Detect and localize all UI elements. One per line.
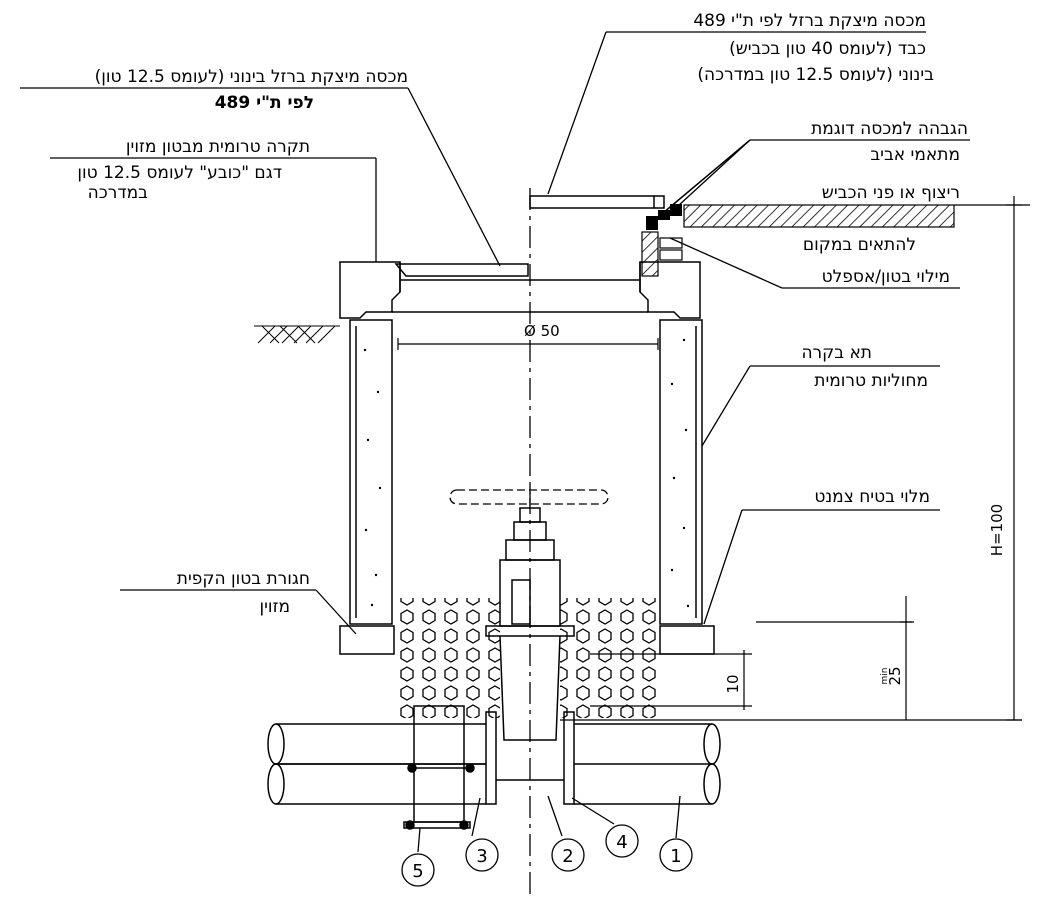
dimension-lines	[397, 196, 1022, 721]
dimension-diameter: Ø 50	[524, 322, 560, 340]
valve-flanges	[485, 711, 575, 805]
label-chamber-2: מחוליות טרומית	[814, 371, 928, 391]
dimension-gap: 10	[724, 674, 742, 693]
label-cover-top-3: בינוני (לעומס 12.5 טון במדרכה)	[697, 65, 934, 85]
callout-3: 3	[465, 838, 499, 872]
label-belt-1: חגורת בטון הקפית	[177, 569, 310, 589]
dimension-height: H=100	[988, 504, 1006, 556]
gravel-fill-left	[396, 598, 500, 718]
callout-2: 2	[551, 838, 585, 872]
callout-number: 3	[476, 846, 487, 867]
label-slab-1: תקרה טרומית מבטון מזוין	[126, 137, 310, 157]
gravel-fill-right	[560, 598, 656, 718]
callout-number: 5	[412, 861, 423, 882]
medium-cover	[394, 263, 529, 277]
gate-valve-body	[485, 507, 575, 741]
callout-4: 4	[605, 824, 639, 858]
label-cover-top-2: כבד (לעומס 40 טון בכביש)	[729, 39, 926, 59]
label-cover-medium-1: מכסה מיצקת ברזל בינוני (לעומס 12.5 טון)	[95, 67, 408, 87]
valve-handwheel	[449, 486, 609, 510]
label-raise-2: מתאמי אביב	[870, 145, 960, 165]
label-raise-1: הגבהה למכסה דוגמת	[811, 119, 968, 139]
adapter-rings	[641, 204, 683, 277]
dimension-min-value: 25	[886, 666, 904, 685]
callout-number: 2	[562, 846, 573, 867]
callout-number: 4	[616, 832, 627, 853]
pipe-coupling	[403, 705, 475, 830]
label-cover-medium-2: לפי ת"י 489	[215, 93, 314, 113]
callout-number: 1	[670, 846, 681, 867]
callout-1: 1	[659, 838, 693, 872]
heavy-cover	[529, 195, 665, 209]
label-cover-top-1: מכסה מיצקת ברזל לפי ת"י 489	[693, 11, 926, 31]
leader-lines	[20, 31, 970, 853]
label-slab-3: במדרכה	[88, 183, 149, 203]
label-slab-2: דגם "כובע" לעומס 12.5 טון	[77, 163, 282, 183]
label-adjust: להתאים במקום	[803, 235, 916, 255]
dimension-min-label: min	[880, 668, 890, 685]
label-paving: ריצוף או פני הכביש	[822, 183, 960, 203]
pipe	[267, 723, 721, 805]
top-slab	[339, 261, 701, 319]
ground-hatch	[254, 325, 340, 344]
chamber-walls	[349, 319, 703, 625]
paving-surface	[683, 204, 955, 228]
label-belt-2: מזוין	[260, 597, 291, 617]
label-cement-fill: מלוי בטיח צמנט	[814, 487, 930, 507]
label-chamber-1: תא בקרה	[801, 343, 872, 363]
callout-5: 5	[401, 853, 435, 887]
label-group: מכסה מיצקת ברזל לפי ת"י 489 כבד (לעומס 4…	[77, 11, 968, 617]
label-fill-concrete: מילוי בטון/אספלט	[822, 267, 950, 287]
concrete-dots	[363, 338, 690, 608]
